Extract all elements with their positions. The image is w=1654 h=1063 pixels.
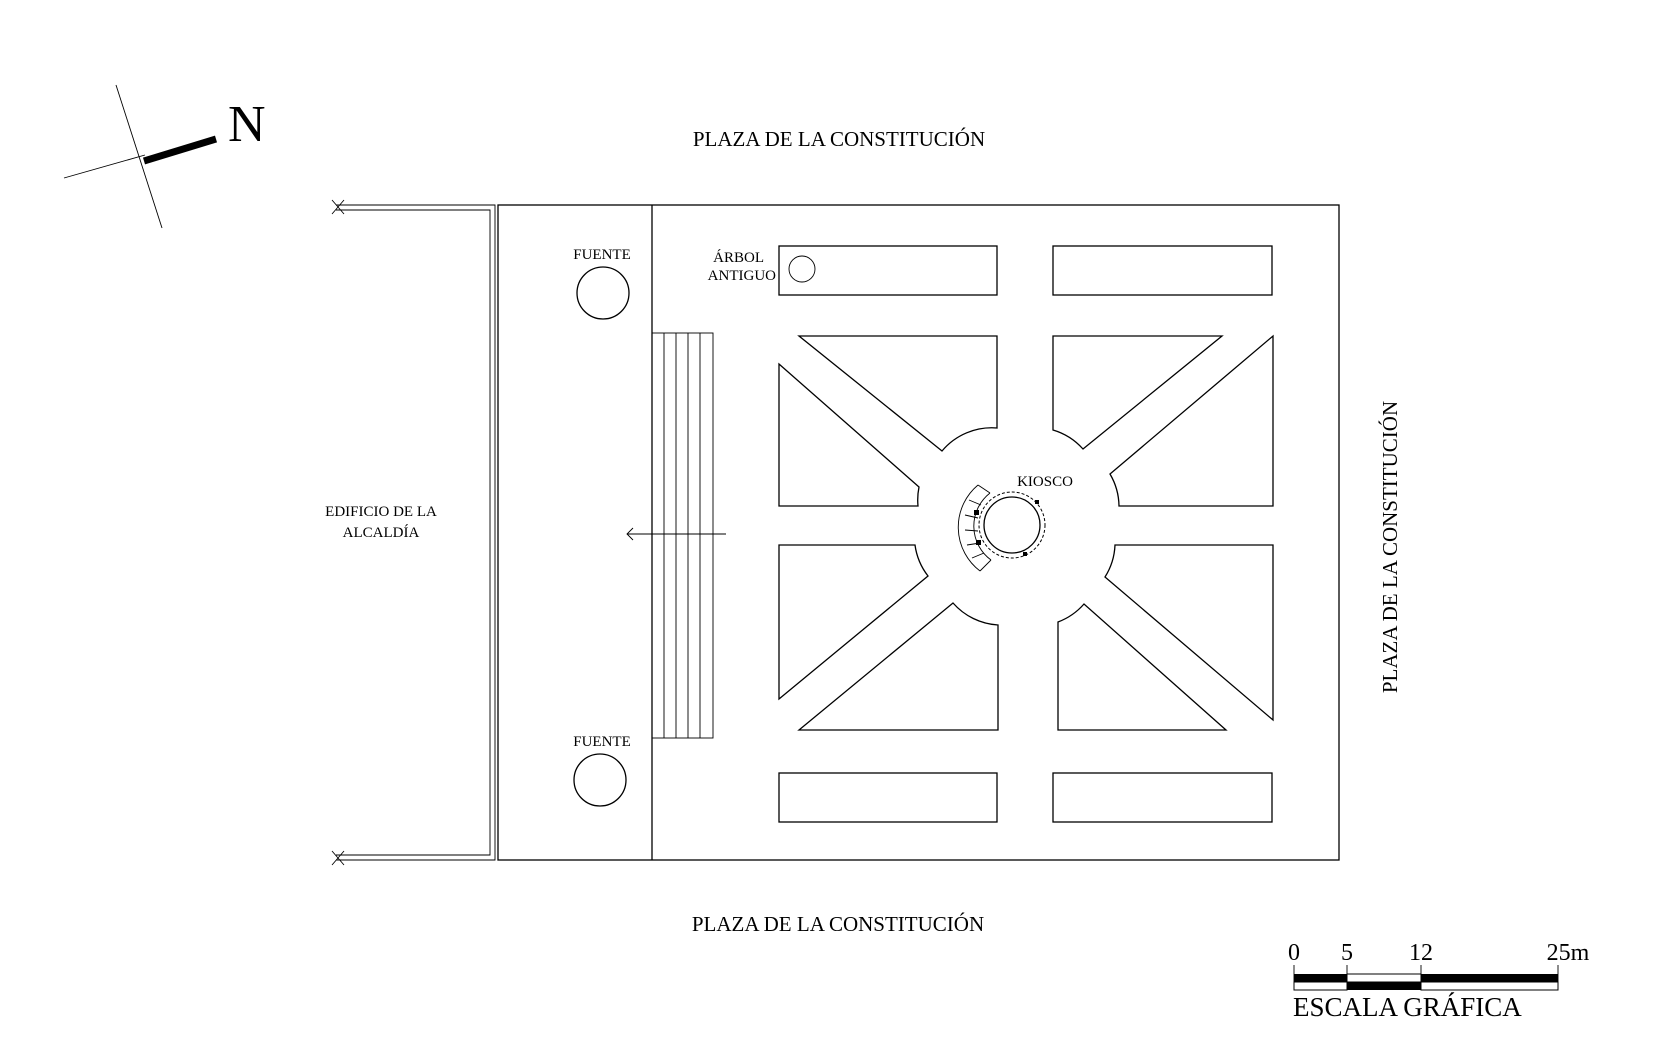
- plaza-boundary: [497, 204, 1340, 861]
- plaza-label-bottom: PLAZA DE LA CONSTITUCIÓN: [692, 912, 984, 936]
- planter-bottom-right: [1052, 772, 1273, 823]
- fountain-label-top: FUENTE: [573, 247, 631, 263]
- garden-bed-top-right-lower: [1109, 334, 1274, 507]
- building-outline: EDIFICIO DE LA ALCALDÍA: [325, 199, 496, 866]
- fountain-label-bottom: FUENTE: [573, 734, 631, 750]
- scale-tick-12: 12: [1409, 940, 1433, 966]
- garden-bed-top-left-lower: [778, 362, 920, 507]
- direction-arrow: [626, 527, 726, 541]
- garden-bed-top-right-upper: [1052, 335, 1224, 450]
- building-label-line1: EDIFICIO DE LA: [325, 504, 437, 520]
- kiosk: KIOSCO: [957, 474, 1073, 572]
- tree-label-line1: ÁRBOL: [713, 249, 764, 266]
- graphic-scale: 0 5 12 25m ESCALA GRÁFICA: [1288, 940, 1590, 1022]
- building-label-line2: ALCALDÍA: [343, 524, 420, 541]
- kiosk-stair-inner: [973, 492, 992, 561]
- north-label: N: [228, 96, 266, 153]
- kiosk-label: KIOSCO: [1017, 474, 1073, 490]
- scale-tick-5: 5: [1341, 940, 1353, 966]
- tree-label-line2: ANTIGUO: [708, 268, 776, 284]
- kiosk-stair-outer: [957, 484, 981, 572]
- scale-tick-25: 25m: [1547, 940, 1590, 966]
- garden-beds: [778, 334, 1274, 731]
- garden-bed-bottom-left-upper: [778, 544, 929, 701]
- fountain-bottom: FUENTE: [573, 734, 631, 807]
- planter-top-right: [1052, 245, 1273, 296]
- garden-bed-bottom-right-lower: [1057, 603, 1228, 731]
- old-tree: ÁRBOL ANTIGUO: [708, 249, 816, 284]
- garden-bed-bottom-right-upper: [1104, 544, 1274, 722]
- stairs: [651, 332, 714, 739]
- break-mark-bottom: [331, 850, 345, 866]
- fountain-top: FUENTE: [573, 247, 631, 320]
- break-mark-top: [331, 199, 345, 215]
- planter-bottom-left: [778, 772, 998, 823]
- north-arrow: N: [63, 84, 266, 229]
- scale-tick-0: 0: [1288, 940, 1300, 966]
- plaza-label-right: PLAZA DE LA CONSTITUCIÓN: [1378, 401, 1402, 693]
- garden-bed-bottom-left-lower: [797, 602, 999, 731]
- scale-title: ESCALA GRÁFICA: [1293, 992, 1522, 1022]
- plaza-label-top: PLAZA DE LA CONSTITUCIÓN: [693, 127, 985, 151]
- garden-bed-top-left-upper: [797, 335, 998, 452]
- planter-top-left: [778, 245, 998, 296]
